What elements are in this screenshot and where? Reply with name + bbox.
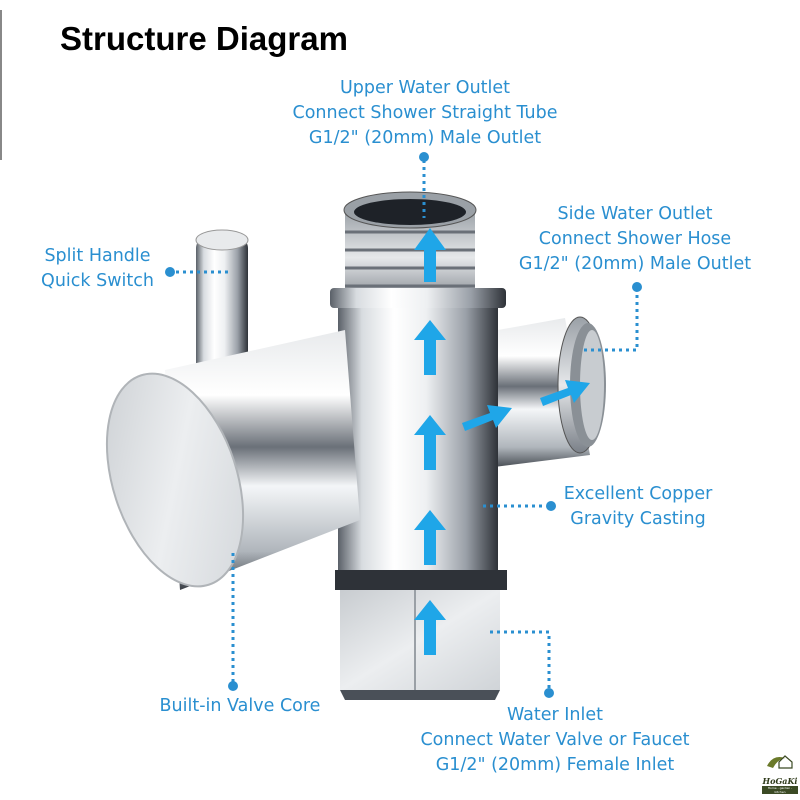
callout-valve-core: Built-in Valve Core — [145, 694, 335, 719]
callout-line: G1/2" (20mm) Male Outlet — [308, 128, 542, 148]
arrow-right-branch — [462, 405, 512, 431]
callout-line: Built-in Valve Core — [159, 696, 321, 716]
leaf-house-icon — [767, 755, 793, 769]
valve-cylinder — [105, 330, 360, 590]
logo-tagline: Home - garden - kitchen — [762, 786, 798, 794]
leader-side-outlet — [580, 288, 639, 352]
leader-water-inlet — [490, 630, 551, 688]
callout-line: Connect Shower Straight Tube — [292, 103, 558, 123]
callout-line: G1/2" (20mm) Female Inlet — [435, 755, 675, 775]
flow-arrows — [414, 228, 590, 655]
callout-line: G1/2" (20mm) Male Outlet — [518, 254, 752, 274]
arrow-up-upper-outlet — [414, 228, 446, 282]
arrow-up-mid-body — [414, 415, 446, 470]
page-title: Structure Diagram — [60, 20, 348, 57]
callout-line: Water Inlet — [506, 705, 604, 725]
callout-line: Gravity Casting — [570, 509, 706, 529]
callout-line: Connect Water Valve or Faucet — [420, 730, 690, 750]
callout-side-outlet: Side Water Outlet Connect Shower Hose G1… — [495, 202, 775, 277]
arrow-right-side-outlet — [540, 380, 590, 406]
arrow-up-lower-body — [414, 510, 446, 565]
callout-line: Quick Switch — [41, 271, 154, 291]
arrow-up-upper-body — [414, 320, 446, 375]
callout-line: Split Handle — [44, 246, 151, 266]
leader-dots — [165, 152, 642, 698]
callout-line: Connect Shower Hose — [538, 229, 732, 249]
arrow-up-inlet — [414, 600, 446, 655]
callout-upper-outlet: Upper Water Outlet Connect Shower Straig… — [280, 76, 570, 151]
callout-copper-casting: Excellent Copper Gravity Casting — [553, 482, 723, 532]
main-body — [330, 191, 507, 700]
leader-lines — [176, 160, 639, 688]
callout-line: Side Water Outlet — [557, 204, 713, 224]
callout-water-inlet: Water Inlet Connect Water Valve or Fauce… — [400, 703, 710, 778]
callout-line: Excellent Copper — [563, 484, 713, 504]
brand-logo: HoGaKi Home - garden - kitchen — [762, 752, 798, 794]
callout-split-handle: Split Handle Quick Switch — [30, 244, 165, 294]
callout-line: Upper Water Outlet — [339, 78, 511, 98]
left-edge-line — [0, 10, 2, 160]
logo-wordmark: HoGaKi — [762, 776, 798, 786]
